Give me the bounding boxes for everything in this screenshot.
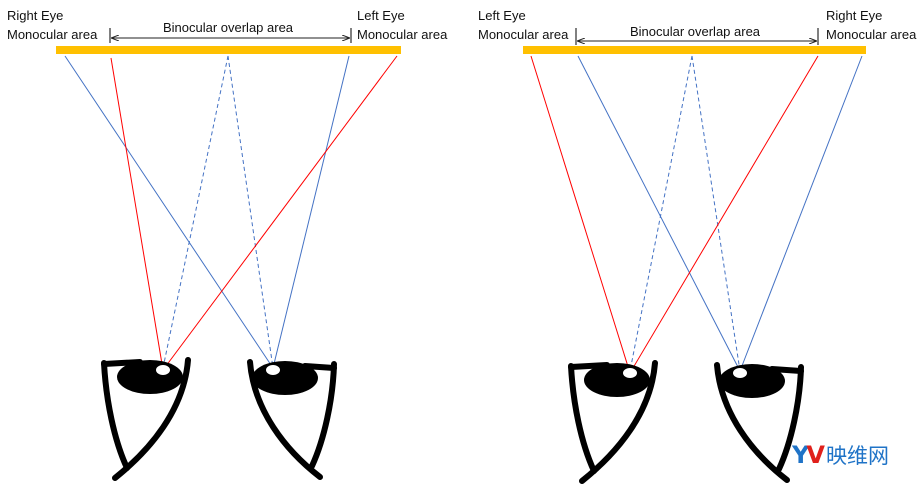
screen-bar	[523, 46, 866, 54]
eye-icon	[571, 363, 655, 481]
watermark-text: 映维网	[825, 444, 889, 468]
right-monocular-label-line2: Monocular area	[826, 27, 917, 42]
sight-line-red	[162, 55, 398, 371]
left-diagram: Right Eye Monocular area Binocular overl…	[7, 8, 448, 478]
sight-line-blue	[739, 55, 863, 372]
sight-line-blue	[272, 55, 350, 369]
watermark: YV 映维网	[792, 440, 889, 470]
eye-icon	[250, 361, 334, 477]
left-monocular-label-line2: Monocular area	[478, 27, 569, 42]
right-monocular-label-line1: Right Eye	[826, 8, 882, 23]
sight-line-dashed	[162, 55, 229, 369]
sight-line-red	[530, 55, 631, 374]
sight-line-dashed	[629, 55, 693, 372]
sight-line-blue	[64, 55, 274, 369]
left-monocular-label-line2: Monocular area	[7, 27, 98, 42]
screen-bar	[56, 46, 401, 54]
sight-line-dashed	[227, 55, 274, 369]
sight-line-red	[629, 55, 819, 374]
left-monocular-label-line1: Left Eye	[478, 8, 526, 23]
right-diagram: Left Eye Monocular area Binocular overla…	[478, 8, 917, 481]
left-monocular-label-line1: Right Eye	[7, 8, 63, 23]
right-monocular-label-line1: Left Eye	[357, 8, 405, 23]
eye-icon	[104, 360, 188, 478]
watermark-logo: YV	[792, 441, 825, 469]
binocular-overlap-label: Binocular overlap area	[630, 24, 761, 39]
sight-line-blue	[577, 55, 741, 372]
eye-icon	[717, 364, 801, 480]
right-monocular-label-line2: Monocular area	[357, 27, 448, 42]
binocular-overlap-label: Binocular overlap area	[163, 20, 294, 35]
sight-line-red	[110, 57, 164, 371]
